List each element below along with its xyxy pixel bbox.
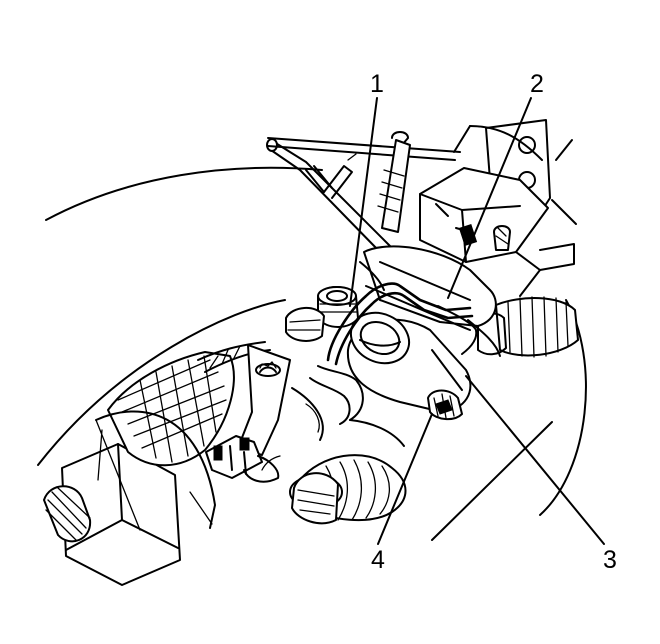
mounting-block	[419, 167, 575, 297]
bolt-fitting	[285, 286, 359, 342]
callout-1: 1	[370, 70, 384, 98]
column-housing	[363, 245, 497, 331]
callout-leader-4	[377, 413, 433, 545]
cable-rod	[266, 138, 399, 263]
panel-fastener	[259, 366, 277, 373]
upper-brace	[267, 131, 461, 233]
mount-bracket	[43, 419, 181, 586]
electrical-connector	[205, 435, 281, 483]
callout-leader-1	[349, 97, 378, 307]
callout-4: 4	[371, 546, 385, 574]
wiring-harness	[197, 341, 291, 456]
callout-leader-3	[465, 375, 605, 545]
sensor-cylinder	[346, 311, 472, 420]
callout-leader-2	[447, 97, 532, 299]
small-wiring-center	[291, 365, 405, 447]
callout-2: 2	[530, 70, 544, 98]
tubing-lines	[326, 261, 501, 366]
corrugated-hose-lower	[289, 454, 407, 525]
ribbed-housing	[95, 351, 235, 529]
callout-3: 3	[603, 546, 617, 574]
